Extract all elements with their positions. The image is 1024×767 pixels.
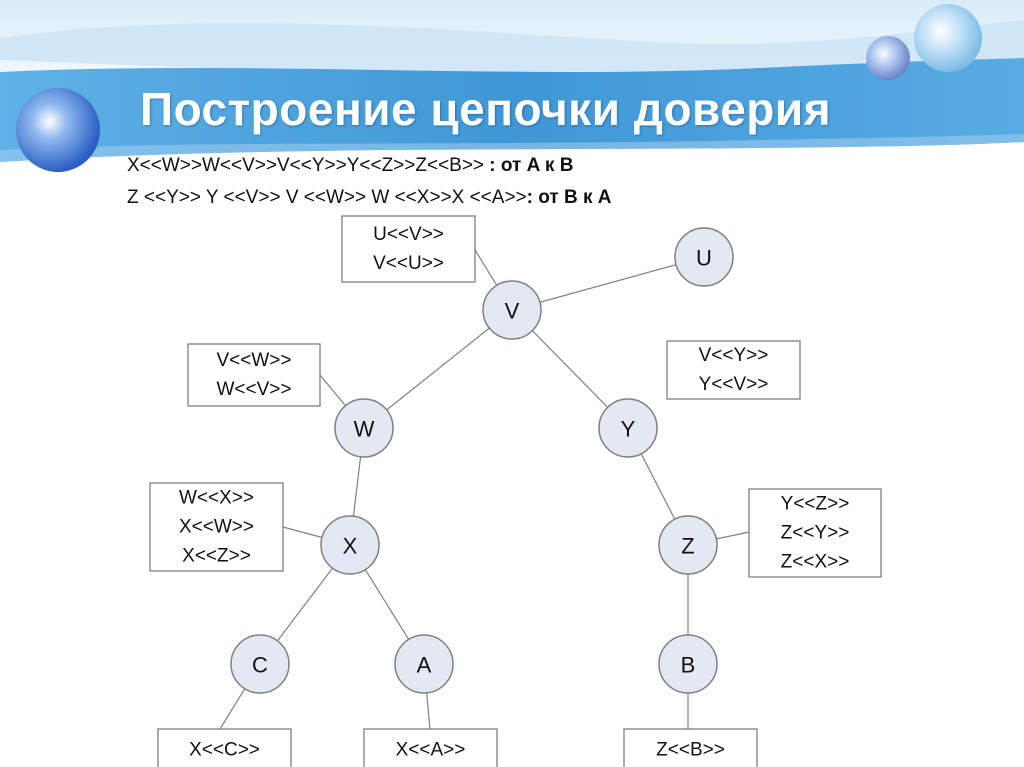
node-circle [674,227,734,287]
node-circle [658,515,718,575]
tree-edges [259,256,705,665]
node-circle [320,515,380,575]
certificate-line: V<<U>> [373,253,444,274]
node-label: B [681,653,696,678]
decorative-ball-light [914,4,982,72]
node-circle [394,634,454,694]
node-c: C [230,634,290,694]
certificate-line: Z<<B>> [656,740,725,761]
node-label: X [343,534,358,559]
certificate-line: Y<<V>> [699,374,769,395]
node-z: Z [658,515,718,575]
node-x: X [320,515,380,575]
certificate-line: V<<W>> [217,350,292,371]
certificate-box-frame [149,482,284,572]
node-label: V [505,299,520,324]
certificate-box-frame [187,343,321,407]
slide-title: Построение цепочки доверия [140,83,832,135]
certificate-line: Z<<Y>> [781,523,850,544]
certificate-box-z: Y<<Z>> Z<<Y>> Z<<X>> [748,488,882,578]
node-label: Z [681,534,694,559]
node-b: B [658,634,718,694]
certificate-line: W<<X>> [179,488,254,509]
decorative-ball-small [866,36,910,80]
chain-forward-expr: X<<W>>W<<V>>V<<Y>>Y<<Z>>Z<<B>> [127,155,485,176]
certificate-box-b: Z<<B>> [623,728,758,767]
certificate-box-frame [748,488,882,578]
node-label: U [696,246,712,271]
chain-forward-direction: : от A к B [484,155,574,176]
certificate-line: Z<<X>> [781,552,850,573]
node-v: V [482,280,542,340]
certificate-line: V<<Y>> [699,345,769,366]
certificate-line: X<<C>> [189,740,260,761]
node-u: U [674,227,734,287]
certificate-box-frame [666,340,801,400]
edge-v-u [511,256,705,311]
node-circle [658,634,718,694]
node-circle [230,634,290,694]
certificate-box-frame [623,728,758,767]
chain-backward-direction: : от B к A [526,187,612,208]
certificate-box-w: V<<W>> W<<V>> [187,343,321,407]
chain-forward: X<<W>>W<<V>>V<<Y>>Y<<Z>>Z<<B>> : от A к … [127,155,573,177]
certificate-boxes: U<<V>> V<<U>> V<<W>> W<<V>> V<<Y>> Y<<V>> W<<X… [149,215,882,767]
certificate-box-y: V<<Y>> Y<<V>> [666,340,801,400]
node-a: A [394,634,454,694]
certificate-box-a: X<<A>> [363,728,498,767]
certificate-line: X<<A>> [396,740,466,761]
node-circle [482,280,542,340]
node-y: Y [598,398,658,458]
node-label: C [252,653,268,678]
certificate-line: U<<V>> [373,224,444,245]
edge-v-w [363,309,513,429]
node-circle [334,398,394,458]
certificate-line: W<<V>> [217,379,292,400]
certificate-box-c: X<<C>> [157,728,292,767]
decorative-ball-large [16,88,100,172]
certificate-box-frame [363,728,498,767]
tree-nodes: V U W Y X Z C A B [230,227,734,694]
certificate-line: X<<Z>> [182,546,251,567]
node-label: A [417,653,432,678]
certificate-line: Y<<Z>> [781,494,850,515]
certificate-box-v: U<<V>> V<<U>> [341,215,476,283]
certificate-line: X<<W>> [179,517,254,538]
chain-backward: Z <<Y>> Y <<V>> V <<W>> W <<X>>X <<A>>: … [127,187,611,209]
node-label: W [354,417,375,442]
certificate-box-frame [157,728,292,767]
certificate-box-x: W<<X>> X<<W>> X<<Z>> [149,482,284,572]
certificate-box-frame [341,215,476,283]
node-circle [598,398,658,458]
node-w: W [334,398,394,458]
node-label: Y [621,417,636,442]
chain-backward-expr: Z <<Y>> Y <<V>> V <<W>> W <<X>>X <<A>> [127,187,527,208]
